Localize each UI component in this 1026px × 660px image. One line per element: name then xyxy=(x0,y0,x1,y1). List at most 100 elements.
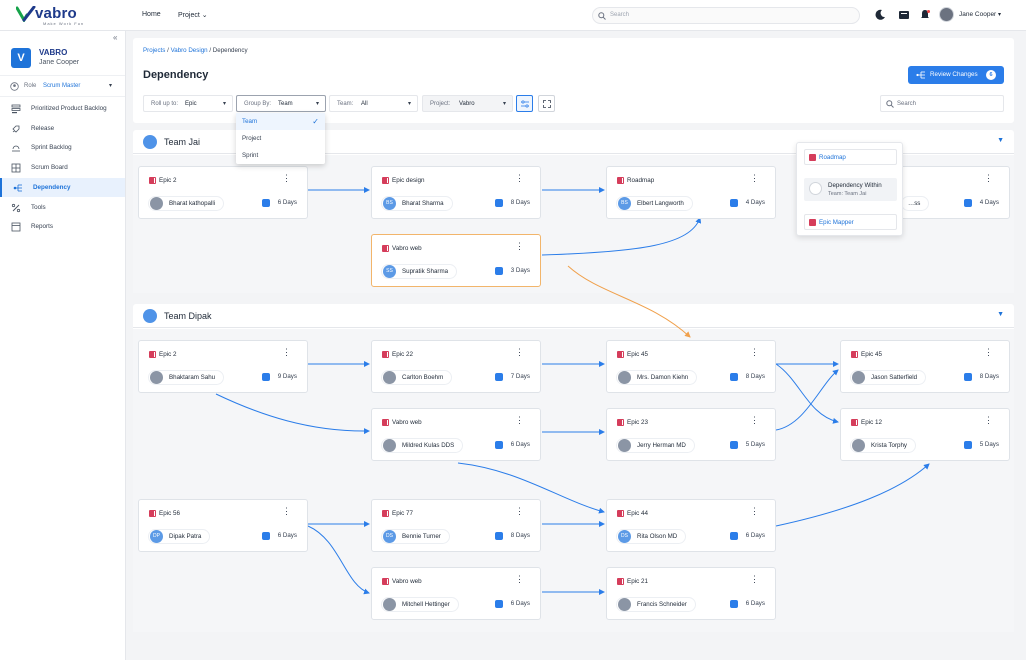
sidebar-item-scrum-board[interactable]: Scrum Board xyxy=(0,158,125,177)
popover-roadmap-item[interactable]: Roadmap xyxy=(804,149,897,165)
breadcrumb-vabro-design[interactable]: Vabro Design xyxy=(170,47,208,54)
more-options-icon[interactable]: ⋮ xyxy=(282,506,291,516)
assignee-name: Carlton Boehm xyxy=(402,374,444,381)
sidebar-item-dependency[interactable]: Dependency xyxy=(0,178,125,197)
sidebar-item-reports[interactable]: Reports xyxy=(0,217,125,236)
avatar xyxy=(618,439,631,452)
avatar xyxy=(383,371,396,384)
dependency-icon xyxy=(13,184,22,192)
team-header[interactable]: Team Jai ▼ xyxy=(133,130,1014,154)
more-options-icon[interactable]: ⋮ xyxy=(282,173,291,183)
role-selector[interactable]: Role Scrum Master ▾ xyxy=(0,75,125,97)
card-title: Epic 44 xyxy=(627,510,649,517)
rollup-filter[interactable]: Roll up to: Epic ▾ xyxy=(143,95,233,112)
assignee-chip: Bhaktaram Sahu xyxy=(148,370,225,385)
more-options-icon[interactable]: ⋮ xyxy=(750,347,759,357)
search-input[interactable]: Search xyxy=(592,7,860,24)
assignee-chip: Carlton Boehm xyxy=(381,370,453,385)
sidebar-item-sprint-backlog[interactable]: Sprint Backlog xyxy=(0,138,125,157)
epic-card[interactable]: Epic 23 ⋮ Jerry Herman MD 5 Days xyxy=(606,408,776,461)
card-title: Epic 12 xyxy=(861,419,883,426)
inbox-icon[interactable] xyxy=(897,8,911,22)
assignee-name: Elbert Langworth xyxy=(637,200,684,207)
sidebar-item-label: Dependency xyxy=(33,184,71,191)
more-options-icon[interactable]: ⋮ xyxy=(984,347,993,357)
epic-card[interactable]: Epic 2 ⋮ Bharat kathopalli 6 Days xyxy=(138,166,308,219)
popover-item-label: Roadmap xyxy=(819,154,846,161)
more-options-icon[interactable]: ⋮ xyxy=(984,173,993,183)
dependency-search-input[interactable]: Search xyxy=(880,95,1004,112)
user-name[interactable]: Jane Cooper ▾ xyxy=(959,11,1001,18)
dark-mode-icon[interactable] xyxy=(873,8,887,22)
role-label: Role xyxy=(24,83,37,89)
bell-icon[interactable] xyxy=(918,8,932,22)
chevron-down-icon: ▾ xyxy=(315,101,319,107)
epic-tag-icon xyxy=(149,510,156,517)
epic-tag-icon xyxy=(617,578,624,585)
fullscreen-button[interactable] xyxy=(538,95,555,112)
more-options-icon[interactable]: ⋮ xyxy=(984,415,993,425)
sidebar-item-prioritized-product-backlog[interactable]: Prioritized Product Backlog xyxy=(0,99,125,118)
dropdown-option-sprint[interactable]: Sprint xyxy=(236,147,325,164)
nav-project[interactable]: Project ⌄ xyxy=(178,11,208,19)
project-badge: V xyxy=(11,48,31,68)
filter-settings-button[interactable] xyxy=(516,95,533,112)
more-options-icon[interactable]: ⋮ xyxy=(515,506,524,516)
breadcrumb-projects[interactable]: Projects xyxy=(143,47,166,54)
review-changes-button[interactable]: Review Changes 6 xyxy=(908,66,1004,84)
more-options-icon[interactable]: ⋮ xyxy=(515,415,524,425)
epic-card[interactable]: Epic 2 ⋮ Bhaktaram Sahu 9 Days xyxy=(138,340,308,393)
epic-card[interactable]: Epic 22 ⋮ Carlton Boehm 7 Days xyxy=(371,340,541,393)
more-options-icon[interactable]: ⋮ xyxy=(515,173,524,183)
epic-card[interactable]: Epic 12 ⋮ Krista Torphy 5 Days xyxy=(840,408,1010,461)
clock-icon xyxy=(964,441,972,449)
dropdown-option-team[interactable]: Team ✓ xyxy=(236,113,325,130)
chevron-down-icon[interactable]: ▼ xyxy=(997,311,1004,318)
epic-card[interactable]: Vabro web ⋮ Mildred Kulas DDS 6 Days xyxy=(371,408,541,461)
vabro-logo[interactable]: vabro Make Work Fun xyxy=(16,5,96,27)
epic-tag-icon xyxy=(809,154,816,161)
chevron-down-icon[interactable]: ▼ xyxy=(997,137,1004,144)
review-count-badge: 6 xyxy=(986,70,996,80)
epic-tag-icon xyxy=(617,510,624,517)
collapse-sidebar-icon[interactable]: « xyxy=(113,33,118,42)
epic-card[interactable]: Epic 21 ⋮ Francis Schneider 6 Days xyxy=(606,567,776,620)
duration: 8 Days xyxy=(510,532,530,539)
team-name: Team Dipak xyxy=(164,311,212,321)
user-avatar[interactable] xyxy=(939,7,954,22)
team-filter[interactable]: Team: All ▾ xyxy=(329,95,418,112)
nav-home[interactable]: Home xyxy=(142,11,161,18)
sidebar-item-tools[interactable]: Tools xyxy=(0,198,125,217)
card-title: Epic 56 xyxy=(159,510,181,517)
epic-card[interactable]: Vabro web ⋮ Mitchell Hettinger 6 Days xyxy=(371,567,541,620)
more-options-icon[interactable]: ⋮ xyxy=(750,173,759,183)
more-options-icon[interactable]: ⋮ xyxy=(515,574,524,584)
project-filter[interactable]: Project: Vabro ▾ xyxy=(422,95,513,112)
more-options-icon[interactable]: ⋮ xyxy=(750,506,759,516)
epic-card[interactable]: Epic 45 ⋮ Mrs. Damon Kiehn 8 Days xyxy=(606,340,776,393)
assignee-name: Mitchell Hettinger xyxy=(402,601,450,608)
sidebar-item-release[interactable]: Release xyxy=(0,119,125,138)
duration: 6 Days xyxy=(277,532,297,539)
popover-epic-mapper-item[interactable]: Epic Mapper xyxy=(804,214,897,230)
dropdown-option-project[interactable]: Project xyxy=(236,130,325,147)
sidebar-item-label: Release xyxy=(31,125,55,132)
more-options-icon[interactable]: ⋮ xyxy=(750,574,759,584)
avatar xyxy=(150,371,163,384)
more-options-icon[interactable]: ⋮ xyxy=(282,347,291,357)
epic-tag-icon xyxy=(851,351,858,358)
more-options-icon[interactable]: ⋮ xyxy=(515,241,524,251)
more-options-icon[interactable]: ⋮ xyxy=(515,347,524,357)
sidebar-item-label: Sprint Backlog xyxy=(31,144,72,151)
option-label: Team xyxy=(242,118,258,125)
more-options-icon[interactable]: ⋮ xyxy=(750,415,759,425)
epic-card[interactable]: Epic 45 ⋮ Jason Satterfield 8 Days xyxy=(840,340,1010,393)
group-by-filter[interactable]: Group By: Team ▾ xyxy=(236,95,326,112)
search-placeholder: Search xyxy=(897,101,917,107)
